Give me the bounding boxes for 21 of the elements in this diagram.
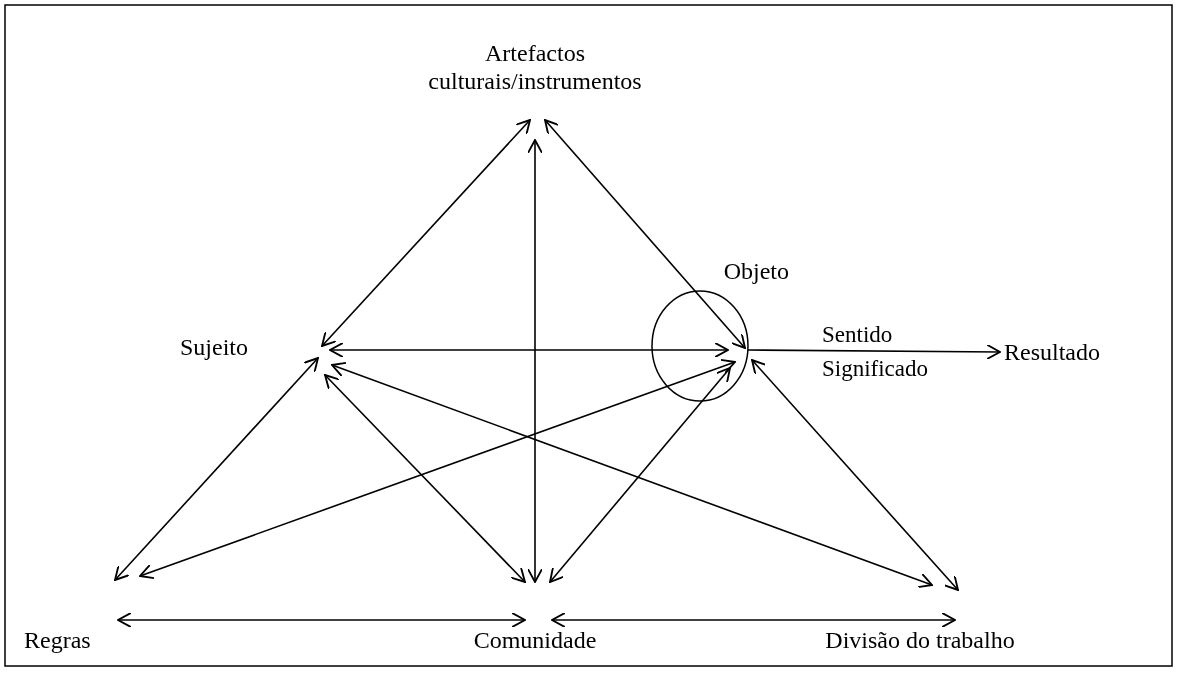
node-label: Resultado xyxy=(1004,339,1100,367)
node-label: Divisão do trabalho xyxy=(825,627,1015,655)
double-arrow xyxy=(331,361,933,589)
node-label: Artefactos culturais/instrumentos xyxy=(427,40,643,96)
node-label: Regras xyxy=(24,627,91,655)
double-arrow xyxy=(527,139,543,583)
arrow xyxy=(747,343,1001,360)
edge-label: Sentido Significado xyxy=(822,321,930,383)
double-arrow xyxy=(324,374,526,583)
double-arrow xyxy=(321,119,531,347)
double-arrow xyxy=(544,119,746,349)
node-label: Comunidade xyxy=(473,627,597,655)
double-arrow xyxy=(551,612,956,628)
node-label: Sujeito xyxy=(180,334,248,362)
double-arrow xyxy=(117,612,526,628)
double-arrow xyxy=(329,342,729,358)
double-arrow xyxy=(751,359,959,591)
double-arrow xyxy=(139,358,736,580)
double-arrow xyxy=(114,357,319,581)
node-label: Objeto xyxy=(723,258,789,286)
double-arrow xyxy=(549,367,731,583)
